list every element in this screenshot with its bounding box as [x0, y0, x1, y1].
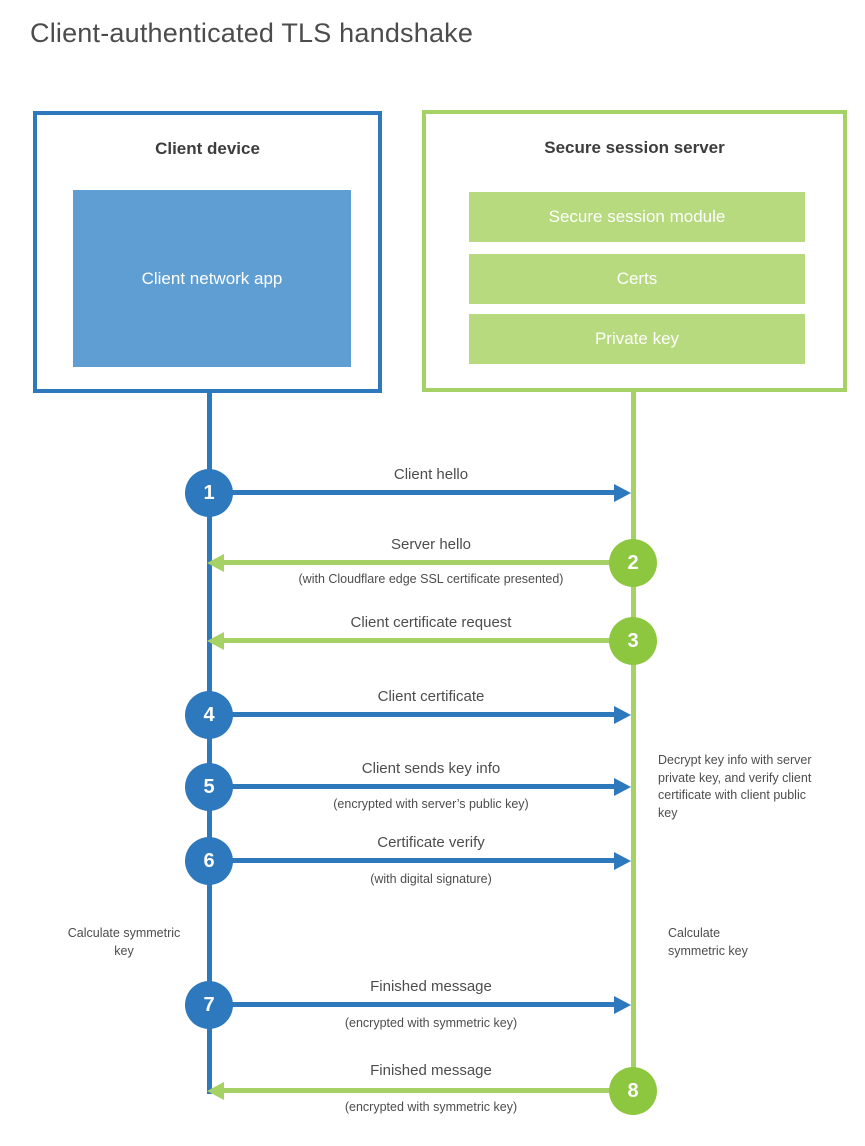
step-1-arrowhead-right-icon [614, 484, 631, 502]
server-lifeline [631, 392, 636, 1091]
step-8-arrow-line [223, 1088, 611, 1093]
client-device-title: Client device [155, 139, 260, 158]
step-6-label: Certificate verify [377, 834, 485, 851]
step-4-badge: 4 [185, 691, 233, 739]
step-2-arrow-line [223, 560, 611, 565]
step-2-sublabel: (with Cloudflare edge SSL certificate pr… [298, 572, 564, 586]
step-8-arrowhead-left-icon [207, 1082, 224, 1100]
step-5-badge: 5 [185, 763, 233, 811]
step-1-label: Client hello [393, 466, 469, 483]
step-7-badge: 7 [185, 981, 233, 1029]
step-6-sublabel: (with digital signature) [370, 872, 492, 886]
step-2-label: Server hello [390, 536, 472, 553]
step-6-arrowhead-right-icon [614, 852, 631, 870]
secure-session-server-title: Secure session server [544, 138, 725, 157]
step-4-label: Client certificate [377, 688, 485, 705]
step-4-arrow-line [231, 712, 614, 717]
step-1-badge: 1 [185, 469, 233, 517]
step-5-label: Client sends key info [361, 760, 501, 777]
step-3-arrowhead-left-icon [207, 632, 224, 650]
step-6-arrow-line [231, 858, 614, 863]
client-lifeline [207, 393, 212, 1094]
step-7-arrow-line [231, 1002, 614, 1007]
step-8-sublabel: (encrypted with symmetric key) [344, 1100, 518, 1114]
client-network-app-box: Client network app [73, 190, 351, 367]
step-5-arrow-line [231, 784, 614, 789]
step-8-badge: 8 [609, 1067, 657, 1115]
client-device-box: Client device Client network app [33, 111, 382, 393]
step-4-arrowhead-right-icon [614, 706, 631, 724]
step-3-arrow-line [223, 638, 611, 643]
client-network-app-label: Client network app [141, 268, 283, 288]
secure-session-server-box: Secure session server Secure session mod… [422, 110, 847, 392]
step-3-badge: 3 [609, 617, 657, 665]
step-7-label: Finished message [370, 978, 492, 995]
note-calculate-symmetric-key-server: Calculate symmetric key [668, 926, 748, 958]
step-8-label: Finished message [370, 1062, 492, 1079]
step-5-sublabel: (encrypted with server’s public key) [333, 797, 529, 811]
private-key-bar: Private key [469, 314, 805, 364]
step-7-sublabel: (encrypted with symmetric key) [344, 1016, 518, 1030]
step-5-arrowhead-right-icon [614, 778, 631, 796]
secure-session-module-bar: Secure session module [469, 192, 805, 242]
page-title: Client-authenticated TLS handshake [30, 18, 474, 48]
step-2-badge: 2 [609, 539, 657, 587]
note-calculate-symmetric-key-client: Calculate symmetric key [67, 926, 181, 958]
step-6-badge: 6 [185, 837, 233, 885]
step-1-arrow-line [231, 490, 614, 495]
step-2-arrowhead-left-icon [207, 554, 224, 572]
note-decrypt-key-info: Decrypt key info with server private key… [658, 753, 812, 820]
certs-bar: Certs [469, 254, 805, 304]
step-3-label: Client certificate request [350, 614, 512, 631]
step-7-arrowhead-right-icon [614, 996, 631, 1014]
